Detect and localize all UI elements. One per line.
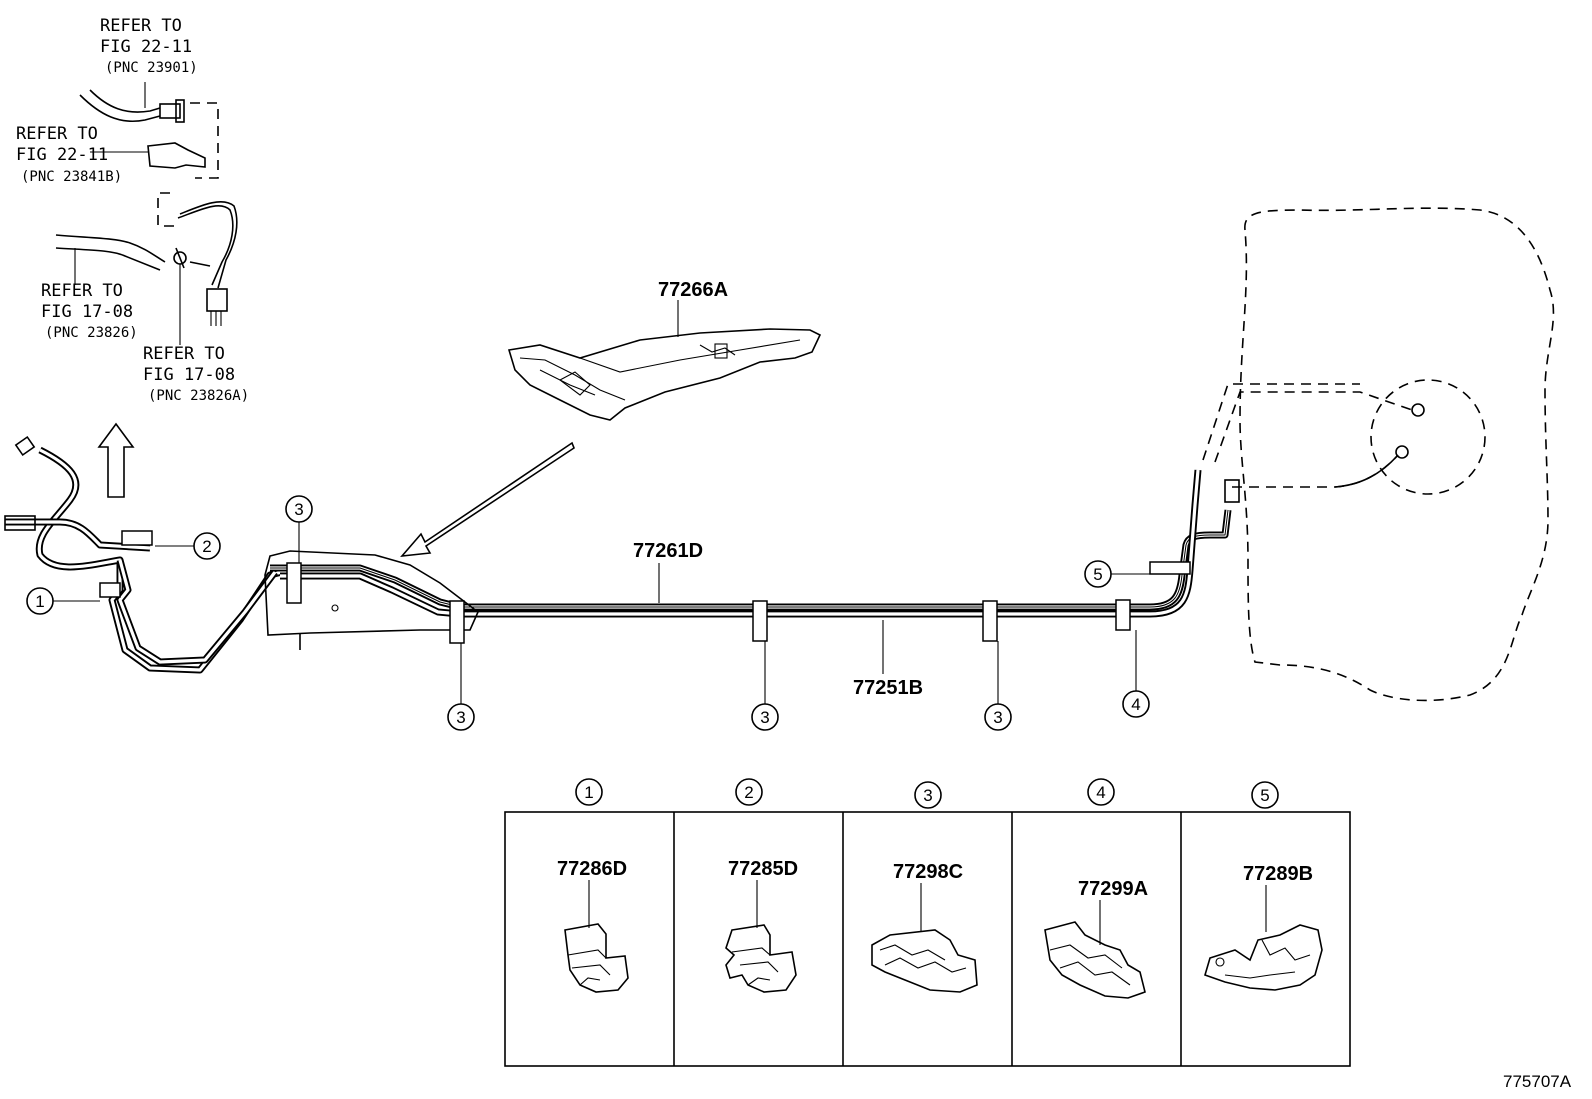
ref-pnc: (PNC 23901) xyxy=(105,60,198,76)
legend-part-number: 77299A xyxy=(1078,878,1148,900)
clamp-77286d-icon xyxy=(564,923,629,993)
pipe-bracket xyxy=(264,550,479,636)
ref-pnc: (PNC 23826A) xyxy=(148,388,249,404)
diagonal-arrow-icon xyxy=(400,441,575,558)
legend-cell-3[interactable]: 3 77298C xyxy=(871,781,978,993)
clamp-77285d-icon xyxy=(725,924,797,993)
legend-cell-1[interactable]: 1 77286D xyxy=(557,778,629,993)
callout-1[interactable]: 1 xyxy=(26,587,100,615)
clamp-77299a-icon xyxy=(1044,921,1146,999)
ref-pnc: (PNC 23826) xyxy=(45,325,138,341)
ref-fig-22-11-pnc-23901[interactable]: REFER TO FIG 22-11 (PNC 23901) xyxy=(100,16,198,76)
ref-fig-22-11-pnc-23841b[interactable]: REFER TO FIG 22-11 (PNC 23841B) xyxy=(16,124,122,185)
callout-number: 3 xyxy=(760,708,769,727)
legend-number: 5 xyxy=(1260,786,1269,805)
callout-number: 5 xyxy=(1093,565,1102,584)
clamp-c3-d[interactable] xyxy=(982,600,998,642)
legend-cell-5[interactable]: 5 77289B xyxy=(1204,781,1323,991)
fuel-tank-outline xyxy=(1202,207,1555,702)
up-arrow-icon xyxy=(97,422,135,498)
legend-part-number: 77298C xyxy=(893,861,963,883)
legend-cell-2[interactable]: 2 77285D xyxy=(725,778,798,993)
callout-number: 3 xyxy=(993,708,1002,727)
callout-number: 4 xyxy=(1131,695,1140,714)
fuel-tube-protector-77266a[interactable] xyxy=(507,328,822,421)
legend-number: 1 xyxy=(584,783,593,802)
ref-line-1: REFER TO xyxy=(100,16,182,36)
ref-line-2: FIG 22-11 xyxy=(100,37,192,57)
callout-3-a[interactable]: 3 xyxy=(285,495,313,563)
clamp-77298c-icon xyxy=(871,929,978,993)
callout-2[interactable]: 2 xyxy=(155,532,221,560)
ref-line-1: REFER TO xyxy=(41,281,123,301)
clamp-77289b-icon xyxy=(1204,924,1323,991)
ref-fig-17-08-pnc-23826a[interactable]: REFER TO FIG 17-08 (PNC 23826A) xyxy=(143,344,249,404)
part-number-77251b: 77251B xyxy=(853,677,923,699)
clamp-legend-table xyxy=(504,811,1351,1067)
clamp-c5[interactable] xyxy=(1149,561,1191,575)
ref-line-1: REFER TO xyxy=(16,124,98,144)
ref-line-1: REFER TO xyxy=(143,344,225,364)
callout-number: 2 xyxy=(202,537,211,556)
legend-number: 3 xyxy=(923,786,932,805)
exploded-hose-assembly xyxy=(55,82,238,345)
clamp-c3-a[interactable] xyxy=(286,562,302,604)
callout-number: 1 xyxy=(35,592,44,611)
ref-line-2: FIG 17-08 xyxy=(41,302,133,322)
clamp-c2[interactable] xyxy=(121,530,153,546)
ref-line-2: FIG 17-08 xyxy=(143,365,235,385)
callout-3-c[interactable]: 3 xyxy=(751,641,779,731)
clamp-c3-b[interactable] xyxy=(449,600,465,644)
legend-number: 2 xyxy=(744,783,753,802)
callout-number: 3 xyxy=(456,708,465,727)
ref-line-2: FIG 22-11 xyxy=(16,145,108,165)
legend-part-number: 77289B xyxy=(1243,863,1313,885)
callout-5[interactable]: 5 xyxy=(1084,560,1150,588)
callout-4[interactable]: 4 xyxy=(1122,630,1150,718)
clamp-c4[interactable] xyxy=(1115,599,1131,631)
legend-part-number: 77286D xyxy=(557,858,627,880)
part-number-77261d: 77261D xyxy=(633,540,703,562)
part-number-77266a: 77266A xyxy=(658,279,728,301)
ref-pnc: (PNC 23841B) xyxy=(21,169,122,185)
ref-fig-17-08-pnc-23826[interactable]: REFER TO FIG 17-08 (PNC 23826) xyxy=(41,281,138,341)
legend-part-number: 77285D xyxy=(728,858,798,880)
clamp-c1[interactable] xyxy=(99,582,121,598)
callout-3-d[interactable]: 3 xyxy=(984,641,1012,731)
callout-3-b[interactable]: 3 xyxy=(447,643,475,731)
legend-number: 4 xyxy=(1096,783,1105,802)
fuel-pipes xyxy=(4,435,1232,674)
clamp-c3-c[interactable] xyxy=(752,600,768,642)
legend-cell-4[interactable]: 4 77299A xyxy=(1044,778,1148,999)
callout-number: 3 xyxy=(294,500,303,519)
figure-id: 775707A xyxy=(1503,1072,1572,1091)
